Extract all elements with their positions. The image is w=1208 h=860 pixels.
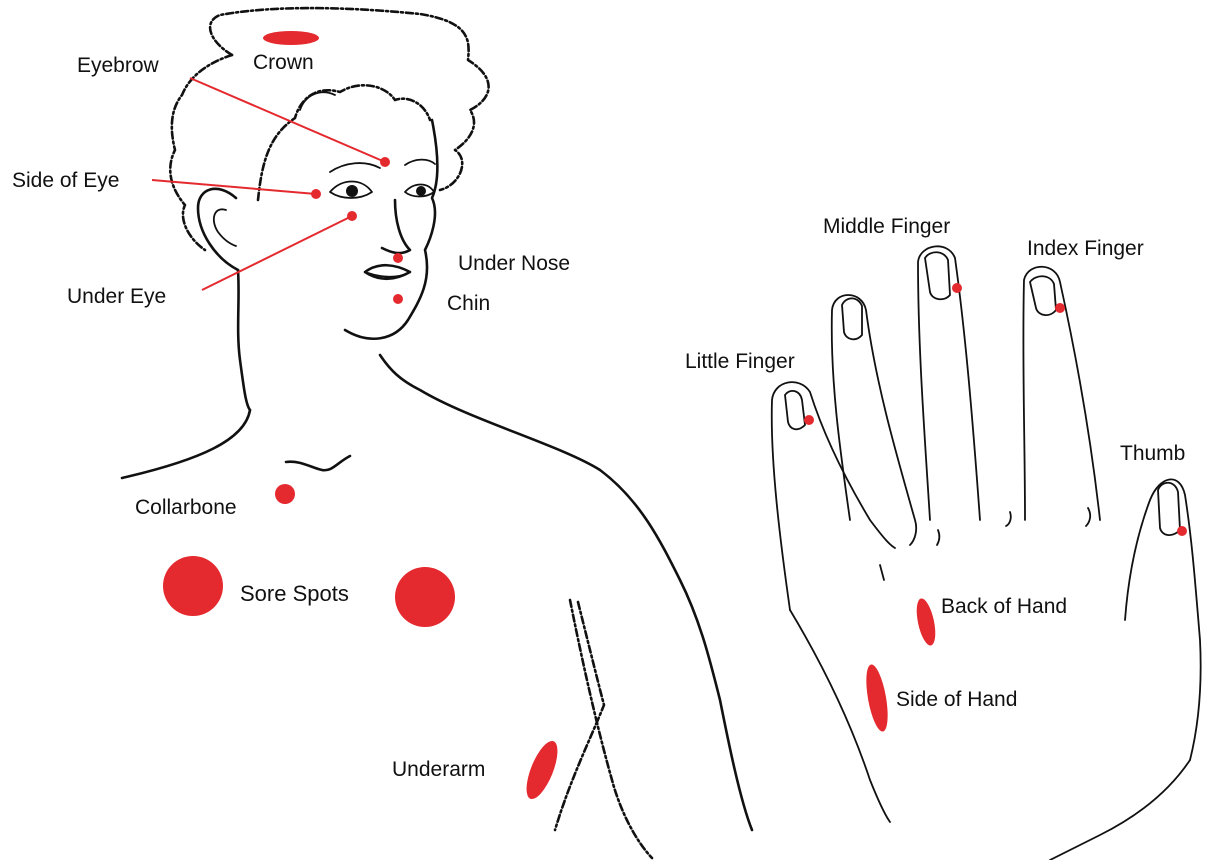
collarbone-marker <box>275 484 295 504</box>
sore-spots-label: Sore Spots <box>240 583 349 605</box>
side-of-hand-marker <box>862 663 892 733</box>
pupil-left <box>346 185 358 197</box>
middle-finger-label: Middle Finger <box>823 216 950 237</box>
back-of-hand-label: Back of Hand <box>941 596 1067 617</box>
index-finger-label: Index Finger <box>1027 238 1144 259</box>
middle-finger-nail <box>925 252 950 299</box>
under-nose-marker <box>393 253 403 263</box>
collarbone-label: Collarbone <box>135 497 237 518</box>
hand-figure <box>772 246 1201 860</box>
palm-bottom <box>1050 760 1190 860</box>
pupil-right <box>416 186 426 196</box>
little-finger-marker <box>804 415 814 425</box>
chin-label: Chin <box>447 293 490 314</box>
under-eye-marker <box>347 211 357 221</box>
side-of-eye-label: Side of Eye <box>12 170 119 191</box>
under-eye-label: Under Eye <box>67 286 166 307</box>
sore-spot-right-marker <box>395 567 455 627</box>
ear-inner <box>214 209 236 246</box>
crown-label: Crown <box>253 52 314 73</box>
hair-left <box>170 55 232 250</box>
under-nose-label: Under Nose <box>458 253 570 274</box>
hair-curl <box>300 92 335 110</box>
eyebrow-stroke <box>330 163 380 172</box>
thumb-outline <box>1125 479 1201 760</box>
jaw-left <box>238 270 250 410</box>
palm-knuckle-d <box>1086 508 1090 526</box>
little-finger-label: Little Finger <box>685 351 795 372</box>
eyebrow-right <box>405 160 435 165</box>
ring-finger-nail <box>842 298 862 339</box>
arm-inner <box>555 602 604 830</box>
little-finger-outline <box>772 382 895 610</box>
side-of-hand-label: Side of Hand <box>896 689 1017 710</box>
ear <box>198 189 238 270</box>
leader-lines <box>152 78 385 290</box>
back-of-hand-marker <box>913 597 939 647</box>
eyebrow-label: Eyebrow <box>77 55 159 76</box>
index-finger-marker <box>1055 303 1065 313</box>
underarm-label: Underarm <box>392 759 485 780</box>
neck-left <box>122 410 250 478</box>
thumb-marker <box>1177 526 1187 536</box>
palm-knuckle-c <box>1006 512 1011 526</box>
little-finger-nail <box>785 391 805 429</box>
face-contour <box>345 120 437 339</box>
index-finger-nail <box>1030 276 1056 315</box>
chin-marker <box>393 294 403 304</box>
sore-spot-left-marker <box>163 556 223 616</box>
arm-outer <box>570 600 652 858</box>
side-of-eye-marker <box>311 189 321 199</box>
under-eye-leader <box>202 216 352 290</box>
tapping-markers <box>163 31 1187 803</box>
palm-knuckle-a <box>880 565 884 580</box>
eyebrow-leader <box>190 78 385 162</box>
crown-marker <box>263 31 319 45</box>
nose <box>382 200 410 253</box>
collarbone-stroke <box>286 456 350 470</box>
middle-finger-marker <box>952 283 962 293</box>
eyebrow-marker <box>380 157 390 167</box>
thumb-label: Thumb <box>1120 443 1185 464</box>
thumb-nail <box>1158 483 1180 535</box>
hair-outline <box>210 8 489 190</box>
palm-knuckle-b <box>937 530 939 545</box>
underarm-marker <box>520 737 564 803</box>
head-figure <box>122 8 752 858</box>
